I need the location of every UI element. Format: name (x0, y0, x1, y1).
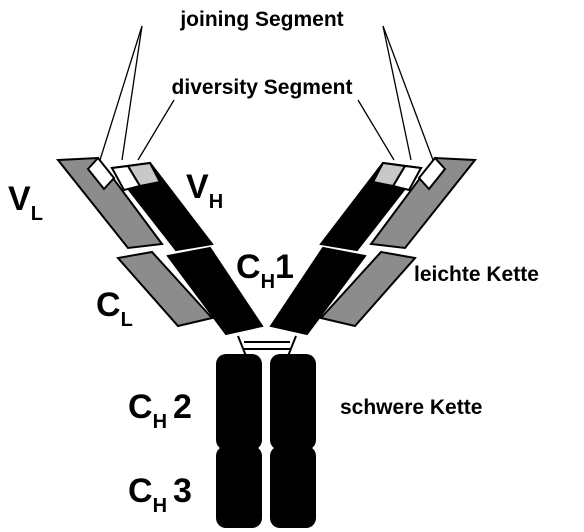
ch1-label: CH1 (236, 248, 294, 293)
heavy-chain-label: schwere Kette (340, 396, 482, 419)
light-chain-label: leichte Kette (414, 263, 539, 286)
vh-label: VH (186, 168, 223, 213)
diversity-segment-label: diversity Segment (172, 76, 353, 99)
vl-label: VL (8, 180, 43, 225)
hinge-disulfide-bonds (237, 335, 297, 357)
right-fab-arm (270, 157, 476, 335)
heavy-ch2-domain-right (270, 354, 316, 450)
heavy-ch2-domain-left (216, 354, 262, 450)
joining-segment-label: joining Segment (179, 8, 343, 31)
heavy-ch3-domain-right (270, 446, 316, 528)
cl-label: CL (96, 286, 133, 331)
heavy-ch3-domain-left (216, 446, 262, 528)
pointer-lines (99, 25, 434, 161)
left-fab-arm (57, 157, 263, 335)
